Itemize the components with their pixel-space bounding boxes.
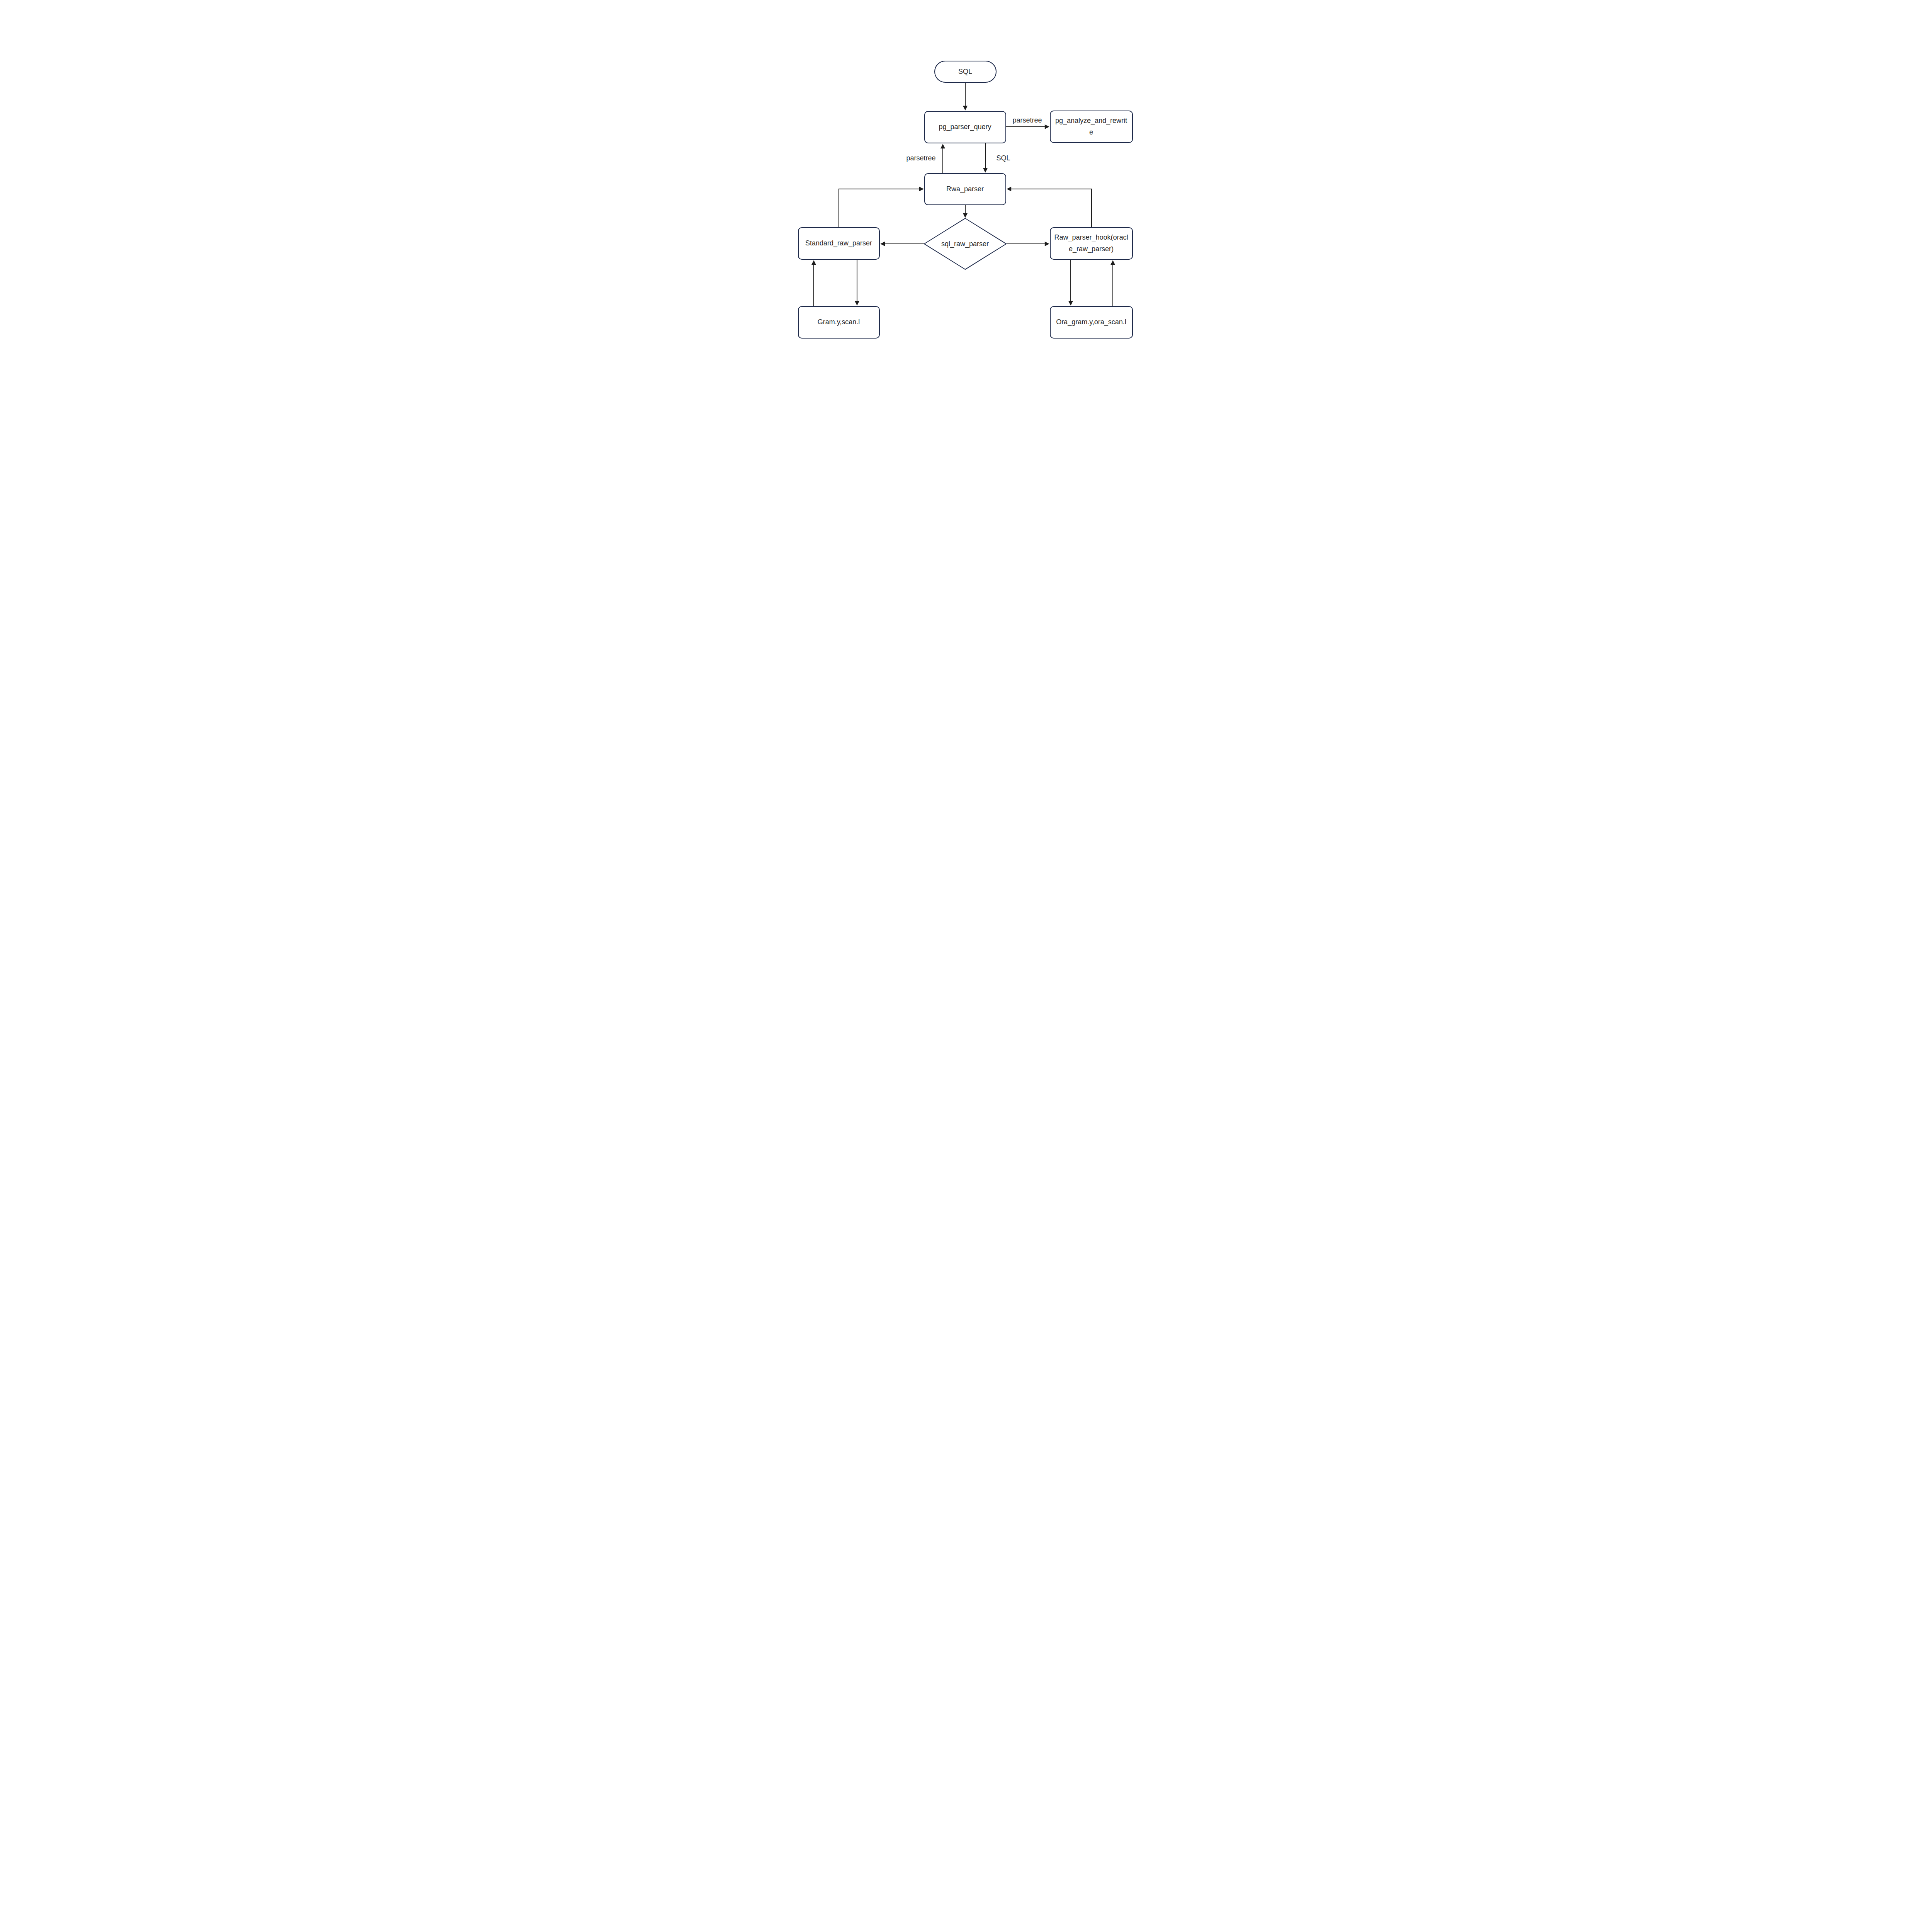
node-pg-parser-query: pg_parser_query (924, 111, 1006, 143)
node-ora-gram-scan-label: Ora_gram.y,ora_scan.l (1056, 317, 1126, 328)
node-sql-raw-parser-label: sql_raw_parser (941, 240, 989, 248)
node-standard-raw-parser: Standard_raw_parser (798, 227, 880, 260)
node-ora-gram-scan: Ora_gram.y,ora_scan.l (1050, 306, 1133, 339)
node-standard-raw-parser-label: Standard_raw_parser (805, 238, 872, 249)
node-sql-start-label: SQL (958, 66, 972, 78)
flowchart-canvas: SQL pg_parser_query pg_analyze_and_rewri… (668, 0, 1265, 422)
node-pg-analyze-and-rewrite-label: pg_analyze_and_rewrite (1054, 115, 1129, 138)
edge-raw-parser-hook-to-rwa-parser (1007, 189, 1092, 227)
node-raw-parser-hook-label: Raw_parser_hook(oracle_raw_parser) (1054, 232, 1129, 255)
edge-label-parsetree-return: parsetree (906, 154, 935, 162)
node-raw-parser-hook: Raw_parser_hook(oracle_raw_parser) (1050, 227, 1133, 260)
node-pg-parser-query-label: pg_parser_query (939, 121, 991, 133)
node-pg-analyze-and-rewrite: pg_analyze_and_rewrite (1050, 111, 1133, 143)
node-rwa-parser: Rwa_parser (924, 173, 1006, 205)
edge-standard-raw-parser-to-rwa-parser (839, 189, 923, 227)
edge-label-parsetree-to-analyze: parsetree (1012, 116, 1042, 124)
node-rwa-parser-label: Rwa_parser (946, 184, 984, 195)
edge-label-sql-to-rwa: SQL (996, 154, 1010, 162)
node-sql-start: SQL (934, 61, 997, 83)
node-gram-scan: Gram.y,scan.l (798, 306, 880, 339)
node-gram-scan-label: Gram.y,scan.l (818, 317, 860, 328)
